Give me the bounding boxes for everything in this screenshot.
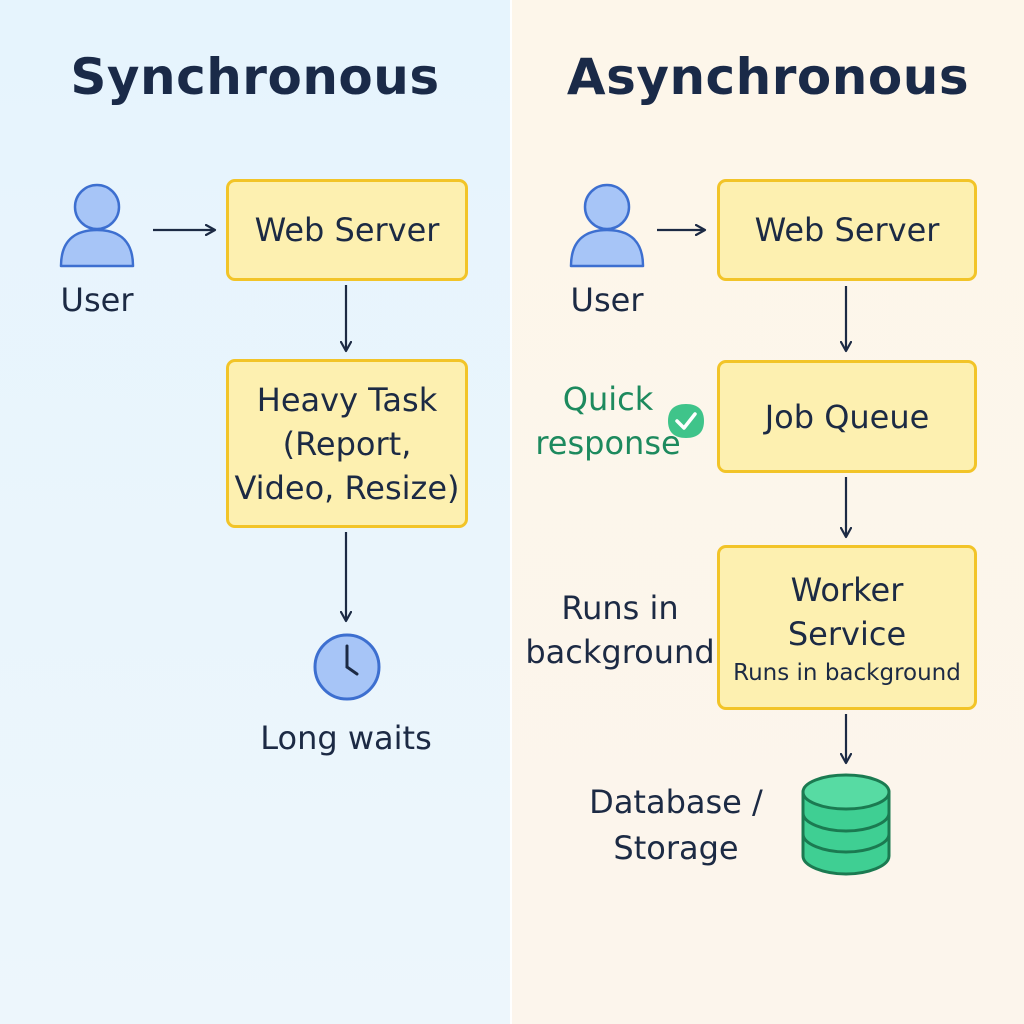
worker-service-line-1: Worker bbox=[790, 570, 904, 609]
job-queue-box: Job Queue bbox=[717, 360, 977, 473]
database-icon bbox=[801, 773, 891, 876]
clock-icon bbox=[313, 633, 381, 701]
heavy-task-line-3: Video, Resize) bbox=[234, 468, 460, 507]
asynchronous-panel bbox=[512, 0, 1024, 1024]
web-server-box: Web Server bbox=[226, 179, 468, 281]
user-label: User bbox=[60, 281, 134, 319]
long-waits-label: Long waits bbox=[260, 719, 432, 757]
worker-service-line-2: Service bbox=[787, 614, 907, 653]
database-storage-line-2: Storage bbox=[613, 829, 739, 867]
synchronous-title: Synchronous bbox=[70, 48, 440, 106]
user-icon bbox=[569, 183, 645, 268]
runs-in-background-line-1: Runs in bbox=[561, 589, 679, 627]
worker-service-subtitle: Runs in background bbox=[733, 659, 961, 686]
user-label: User bbox=[570, 281, 644, 319]
runs-in-background-line-2: background bbox=[525, 633, 715, 671]
web-server-box: Web Server bbox=[717, 179, 977, 281]
job-queue-label: Job Queue bbox=[764, 397, 930, 436]
check-icon bbox=[668, 404, 704, 438]
asynchronous-title: Asynchronous bbox=[566, 48, 970, 106]
heavy-task-box: Heavy Task (Report, Video, Resize) bbox=[226, 359, 468, 528]
web-server-label: Web Server bbox=[754, 211, 940, 249]
heavy-task-line-2: (Report, bbox=[282, 424, 412, 463]
user-icon bbox=[59, 183, 135, 268]
database-storage-line-1: Database / bbox=[589, 783, 763, 821]
heavy-task-line-1: Heavy Task bbox=[256, 380, 438, 419]
quick-response-line-2: response bbox=[535, 424, 681, 462]
web-server-label: Web Server bbox=[254, 211, 440, 249]
quick-response-line-1: Quick bbox=[562, 380, 654, 418]
worker-service-box: Worker Service Runs in background bbox=[717, 545, 977, 710]
